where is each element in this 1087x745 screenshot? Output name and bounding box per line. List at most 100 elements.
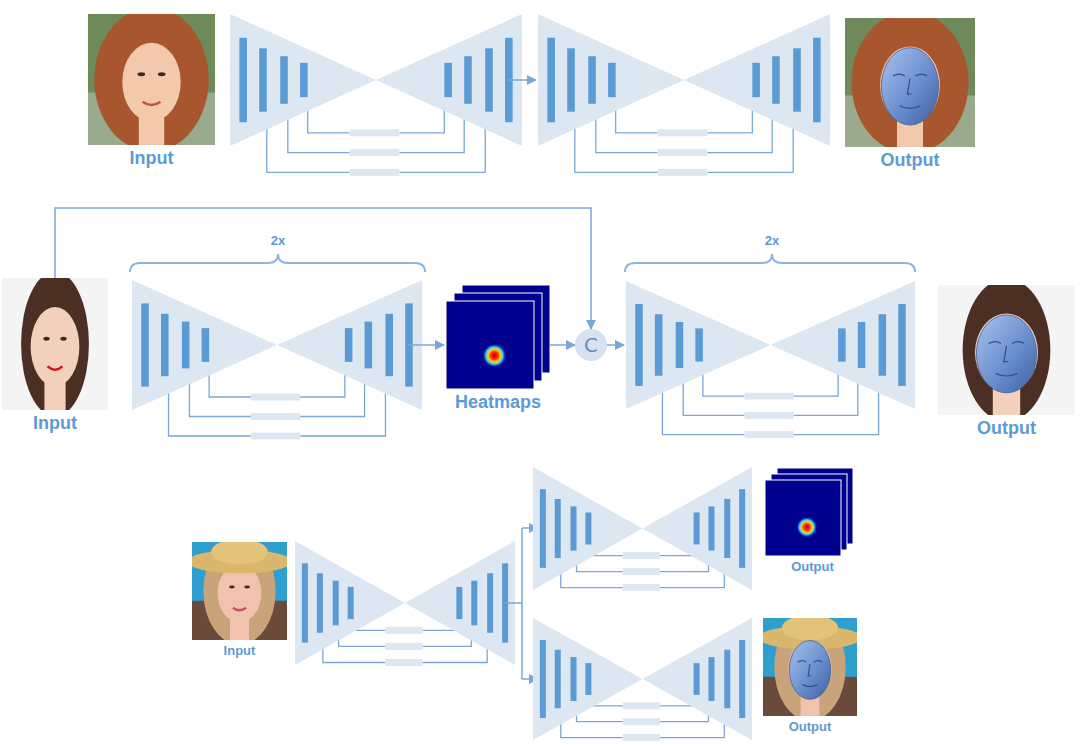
image-caption: Output [791, 560, 834, 574]
image-caption: Heatmaps [455, 393, 541, 413]
layer-bar [239, 38, 247, 122]
hourglass-network [626, 281, 915, 438]
layer-bar [898, 304, 906, 386]
hourglass-network [533, 467, 752, 591]
skip-line [616, 97, 753, 133]
image-node: Output [938, 285, 1075, 415]
skip-block [658, 129, 708, 136]
repeat-count: 2x [271, 234, 285, 248]
layer-bar [540, 640, 546, 718]
layer-bar [571, 657, 577, 701]
layer-bar [571, 506, 577, 550]
skip-block [623, 584, 660, 591]
skip-line [169, 376, 386, 436]
flow-line [521, 528, 523, 679]
hourglass-network [533, 618, 752, 741]
image-node: Output [765, 468, 860, 556]
repeat-bracket [625, 254, 915, 272]
layer-bar [752, 63, 760, 97]
layer-bar [487, 573, 493, 633]
skip-line [596, 104, 772, 153]
layer-bar [259, 48, 267, 111]
skip-block [623, 702, 660, 709]
layer-bar [585, 513, 591, 545]
layer-bar [302, 563, 308, 642]
image-caption: Input [224, 644, 256, 658]
image-caption: Input [33, 414, 77, 434]
layer-bar [793, 48, 801, 111]
layer-bar [588, 56, 596, 104]
skip-line [703, 362, 838, 397]
skip-line [288, 104, 464, 153]
image-node: Heatmaps [446, 285, 550, 389]
skip-line [189, 368, 364, 416]
skip-line [267, 112, 485, 173]
hourglass-network [538, 14, 830, 176]
image-node: Input [2, 278, 108, 410]
hourglass-network [132, 280, 422, 440]
skip-block [251, 394, 300, 401]
hourglass-network [230, 14, 522, 176]
concat-symbol: C [584, 335, 598, 355]
layer-bar [141, 303, 149, 386]
layer-bar [280, 56, 288, 104]
encoder-triangle [132, 280, 277, 410]
skip-block [350, 149, 400, 156]
hourglass-network [295, 541, 515, 666]
image-node: Output [763, 618, 857, 716]
skip-block [623, 718, 660, 725]
skip-block [385, 627, 422, 634]
layer-bar [676, 322, 684, 368]
layer-bar [772, 56, 780, 104]
layer-bar [333, 581, 339, 626]
skip-line [561, 708, 725, 737]
skip-line [561, 558, 725, 588]
layer-bar [695, 328, 703, 361]
layer-bar [456, 587, 462, 619]
skip-block [251, 433, 300, 440]
layer-bar [694, 513, 700, 545]
image-caption: Output [881, 151, 940, 171]
image-caption: Input [130, 149, 174, 169]
layer-bar [655, 314, 663, 375]
layer-bar [739, 640, 745, 718]
decoder-triangle [376, 14, 522, 146]
decoder-triangle [277, 280, 422, 410]
encoder-triangle [230, 14, 376, 146]
layer-bar [202, 328, 210, 362]
layer-bar [555, 499, 561, 558]
skip-block [744, 393, 793, 400]
layer-bar [348, 587, 354, 619]
layer-bar [708, 657, 714, 701]
layer-bar [540, 489, 546, 568]
flow-connector [550, 344, 575, 346]
encoder-triangle [626, 281, 771, 409]
skip-line [308, 97, 445, 133]
flow-arrow [607, 344, 624, 346]
flow-connector [55, 208, 591, 329]
layer-bar [813, 38, 821, 122]
layer-bar [635, 304, 643, 386]
layer-bar [838, 328, 846, 361]
skip-block [350, 129, 400, 136]
skip-block [623, 734, 660, 741]
image-node: Input [192, 542, 287, 640]
layer-bar [724, 499, 730, 558]
layer-bar [464, 56, 472, 104]
layer-bar [385, 314, 393, 376]
layer-bar [608, 63, 616, 97]
face-photo [2, 278, 108, 410]
image-node: Output [845, 18, 975, 147]
layer-bar [365, 322, 373, 369]
face-photo [938, 285, 1075, 415]
skip-block [744, 412, 793, 419]
layer-bar [879, 314, 887, 375]
skip-line [683, 368, 858, 415]
layer-bar [694, 663, 700, 695]
face-photo [845, 18, 975, 147]
skip-block [658, 149, 708, 156]
layer-bar [300, 63, 308, 97]
